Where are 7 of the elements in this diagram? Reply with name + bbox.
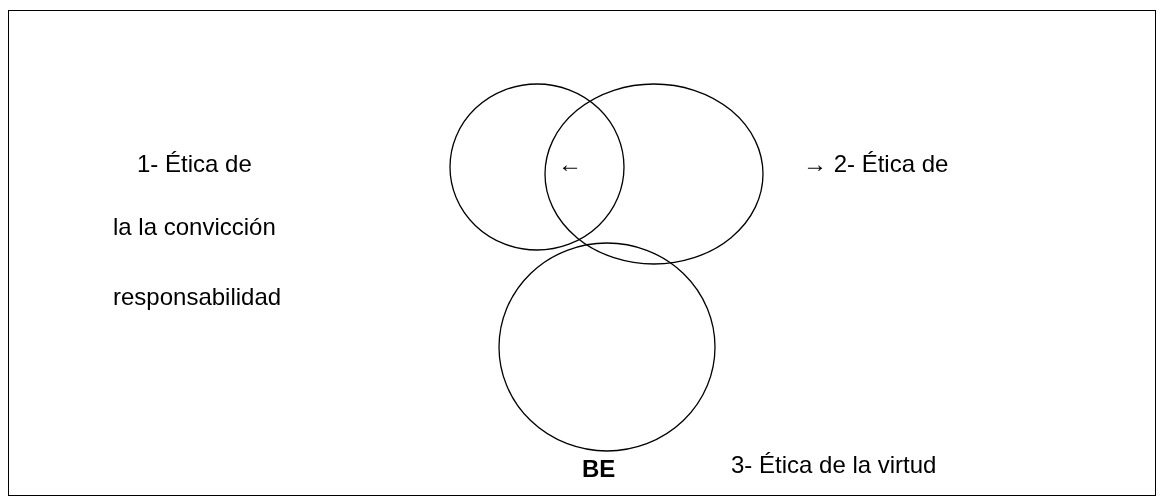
label-text: BE [582, 455, 616, 483]
label-text: → 2- Ética de [803, 150, 949, 178]
arrow-glyph-text: ← [558, 150, 582, 178]
label-text: la la convicción [113, 213, 276, 241]
label-text: 1- Ética de [137, 150, 252, 178]
label-text: responsabilidad [113, 283, 282, 311]
label-text: 3- Ética de la virtud [731, 451, 937, 479]
